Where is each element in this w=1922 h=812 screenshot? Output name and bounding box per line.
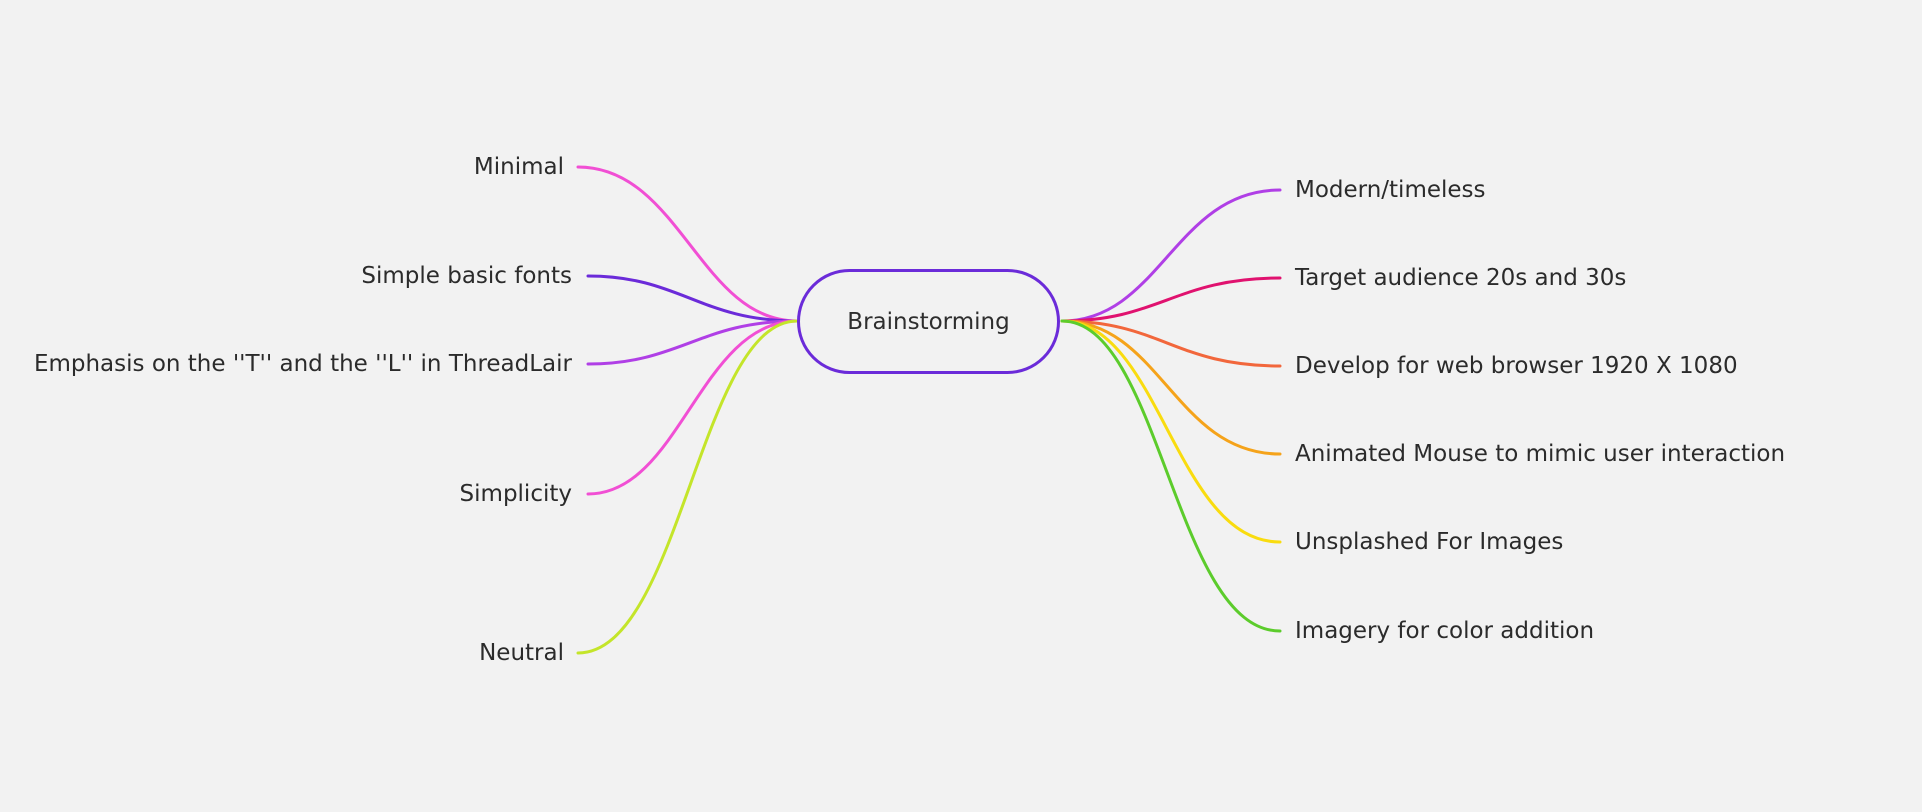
branch-node-minimal[interactable]: Minimal <box>474 152 564 182</box>
branch-label: Target audience 20s and 30s <box>1295 265 1627 291</box>
connector-emphasis <box>586 319 799 366</box>
branch-node-animated-mouse[interactable]: Animated Mouse to mimic user interaction <box>1295 439 1785 469</box>
connector-imagery <box>1060 319 1282 633</box>
branch-node-neutral[interactable]: Neutral <box>479 638 564 668</box>
branch-label: Emphasis on the ''T'' and the ''L'' in T… <box>33 351 572 377</box>
connector-neutral <box>576 319 799 655</box>
connector-modern-timeless <box>1060 188 1282 323</box>
connector-animated-mouse <box>1060 319 1282 456</box>
branch-node-simple-basic-fonts[interactable]: Simple basic fonts <box>361 261 572 291</box>
branch-label: Modern/timeless <box>1295 177 1486 203</box>
root-node-brainstorming[interactable]: Brainstorming <box>797 269 1060 374</box>
branch-node-develop-web[interactable]: Develop for web browser 1920 X 1080 <box>1295 351 1738 381</box>
branch-label: Simple basic fonts <box>361 263 572 289</box>
branch-node-imagery[interactable]: Imagery for color addition <box>1295 616 1594 646</box>
branch-label: Minimal <box>473 154 564 180</box>
branch-node-unsplashed[interactable]: Unsplashed For Images <box>1295 527 1563 557</box>
connector-unsplashed <box>1060 319 1282 544</box>
branch-label: Develop for web browser 1920 X 1080 <box>1295 353 1738 379</box>
branch-node-target-audience[interactable]: Target audience 20s and 30s <box>1295 263 1626 293</box>
connector-simplicity <box>586 319 799 496</box>
branch-node-modern-timeless[interactable]: Modern/timeless <box>1295 175 1486 205</box>
branch-node-emphasis[interactable]: Emphasis on the ''T'' and the ''L'' in T… <box>34 349 572 379</box>
root-node-label: Brainstorming <box>847 308 1010 335</box>
branch-label: Simplicity <box>459 481 572 507</box>
branch-node-simplicity[interactable]: Simplicity <box>460 479 572 509</box>
connector-develop-web <box>1060 319 1282 368</box>
branch-label: Unsplashed For Images <box>1295 529 1564 555</box>
branch-label: Imagery for color addition <box>1295 618 1595 644</box>
branch-label: Neutral <box>479 640 564 666</box>
connector-target-audience <box>1060 276 1282 323</box>
connector-simple-basic-fonts <box>586 274 799 323</box>
branch-label: Animated Mouse to mimic user interaction <box>1295 441 1786 467</box>
connector-minimal <box>576 165 799 323</box>
